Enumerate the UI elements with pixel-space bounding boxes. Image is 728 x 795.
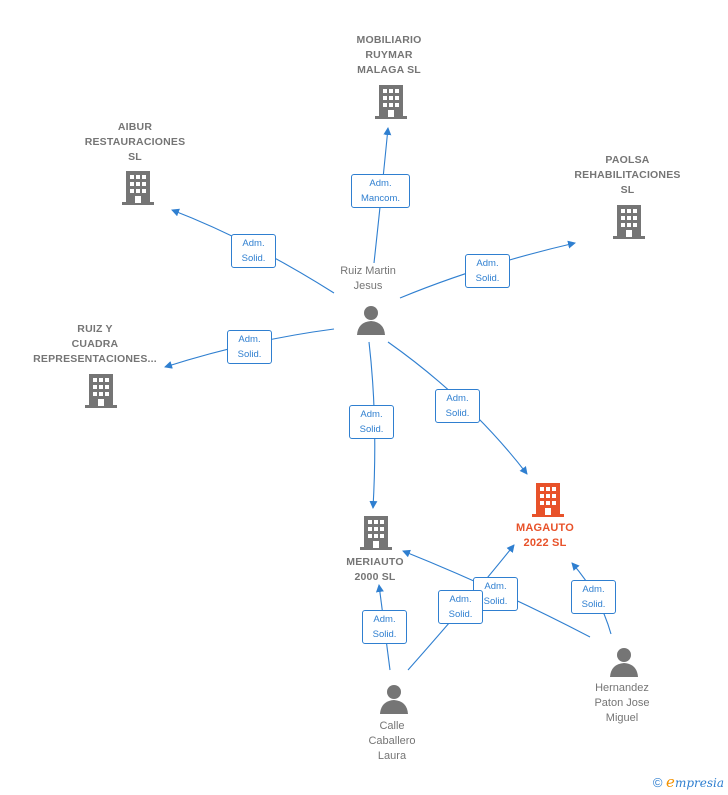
- node-label-paolsa[interactable]: PAOLSA REHABILITACIONES SL: [574, 154, 681, 196]
- node-label-ruiz-y-cuadra[interactable]: RUIZ Y CUADRA REPRESENTACIONES...: [33, 323, 157, 365]
- edge-label-adm-solid[interactable]: Adm. Solid.: [349, 405, 394, 439]
- person-icon[interactable]: [356, 305, 386, 340]
- edge-label-adm-solid[interactable]: Adm. Solid.: [227, 330, 272, 364]
- edge-label-adm-solid[interactable]: Adm. Solid.: [571, 580, 616, 614]
- empresia-logo-text: mpresia: [674, 776, 724, 790]
- person-icon[interactable]: [379, 684, 409, 719]
- building-icon[interactable]: [85, 374, 117, 413]
- node-label-calle[interactable]: Calle Caballero Laura: [368, 720, 416, 762]
- building-icon[interactable]: [532, 483, 564, 522]
- edge-label-adm-solid[interactable]: Adm. Solid.: [435, 389, 480, 423]
- building-icon[interactable]: [375, 85, 407, 124]
- node-label-hernandez[interactable]: Hernandez Paton Jose Miguel: [594, 682, 650, 724]
- node-label-meriauto[interactable]: MERIAUTO 2000 SL: [346, 556, 404, 583]
- copyright-symbol: ©: [652, 775, 663, 790]
- edge-label-adm-solid[interactable]: Adm. Solid.: [465, 254, 510, 288]
- edge-label-adm-solid[interactable]: Adm. Solid.: [362, 610, 407, 644]
- edge-label-adm-solid[interactable]: Adm. Solid.: [231, 234, 276, 268]
- edge-label-adm-solid[interactable]: Adm. Solid.: [438, 590, 483, 624]
- node-label-ruiz-martin[interactable]: Ruiz Martin Jesus: [340, 265, 396, 292]
- empresia-logo-e: e: [666, 773, 675, 791]
- building-icon[interactable]: [122, 171, 154, 210]
- building-icon[interactable]: [613, 205, 645, 244]
- person-icon[interactable]: [609, 647, 639, 682]
- node-label-mobiliario[interactable]: MOBILIARIO RUYMAR MALAGA SL: [356, 34, 422, 76]
- node-label-aibur[interactable]: AIBUR RESTAURACIONES SL: [84, 121, 186, 163]
- node-label-magauto[interactable]: MAGAUTO 2022 SL: [515, 522, 575, 549]
- building-icon[interactable]: [360, 516, 392, 555]
- footer-copyright: © empresia: [653, 773, 724, 791]
- edge-label-adm-mancom[interactable]: Adm. Mancom.: [351, 174, 410, 208]
